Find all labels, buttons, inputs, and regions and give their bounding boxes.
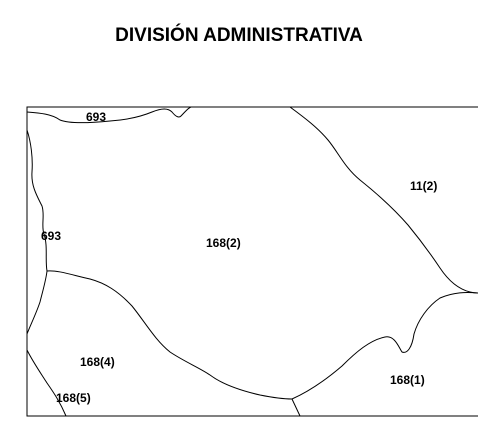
boundary-168-1-168-4 bbox=[291, 398, 301, 417]
parcel-label-168-1: 168(1) bbox=[390, 373, 425, 387]
boundary-168-4-168-5 bbox=[26, 349, 67, 417]
boundary-693-top bbox=[26, 106, 192, 124]
parcel-label-693-top: 693 bbox=[86, 110, 106, 124]
boundary-west-lower bbox=[26, 270, 48, 335]
map-frame bbox=[26, 106, 478, 417]
parcel-label-11-2: 11(2) bbox=[410, 179, 437, 193]
map-title: DIVISIÓN ADMINISTRATIVA bbox=[115, 25, 363, 46]
boundary-168-2-168-4 bbox=[46, 270, 293, 400]
parcel-label-168-5: 168(5) bbox=[56, 391, 91, 405]
parcel-label-168-2: 168(2) bbox=[206, 236, 241, 250]
boundary-168-2-11-2 bbox=[289, 106, 478, 294]
parcel-label-168-4: 168(4) bbox=[80, 355, 115, 369]
boundary-168-2-168-1 bbox=[291, 292, 478, 400]
parcel-label-693-left: 693 bbox=[41, 229, 61, 243]
boundary-693-left bbox=[26, 129, 48, 272]
